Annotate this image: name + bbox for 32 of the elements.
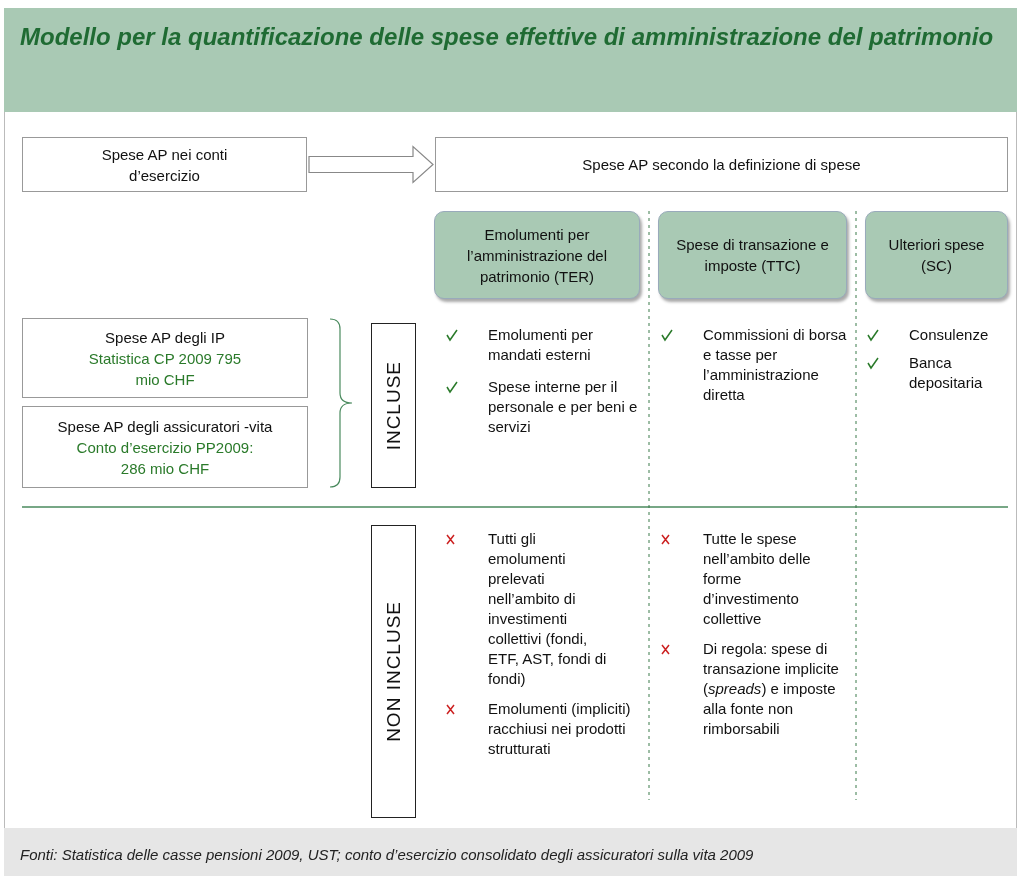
category-box	[865, 211, 1008, 299]
list-item-text: Commissioni di borsa e tasse per l’amministrazione diretta	[703, 325, 848, 405]
node-label: INCLUSE	[383, 360, 404, 451]
figure-note: Statistica CP 2009 795 mio CHF	[87, 348, 243, 390]
process-box	[22, 137, 307, 192]
process-box	[435, 137, 1008, 192]
list-item-text: Emolumenti (impliciti) racchiusi nei prodotti strutturati	[488, 699, 632, 759]
caption: Fonti: Statistica delle casse pensioni 2009, UST; conto d’esercizio consolidato degli assicuratori sulla vita 2009	[20, 846, 754, 863]
title: Modello per la quantificazione delle spese effettive di amministrazione del patrimonio	[20, 22, 995, 52]
node-label: Ulteriori spese (SC)	[887, 235, 986, 276]
block-arrow	[308, 145, 434, 184]
row-header-box	[371, 323, 416, 488]
list-item-text: Banca depositaria	[909, 353, 984, 393]
list-item-text: Consulenze	[909, 325, 990, 345]
source-box	[22, 318, 308, 398]
node-label: Spese AP degli assicuratori -vita	[57, 416, 273, 437]
category-box	[658, 211, 847, 299]
node-label: Spese di transazione e imposte (TTC)	[675, 235, 830, 276]
list-item-text: Emolumenti per mandati esterni	[488, 325, 595, 365]
node-label: Spese AP nei conti d’esercizio	[100, 144, 229, 186]
node-label: Spese AP secondo la definizione di spese	[582, 155, 861, 175]
node-label: NON INCLUSE	[383, 601, 404, 742]
node-label: Emolumenti per l’amministrazione del patrimonio (TER)	[465, 224, 609, 287]
list-item-text: Di regola: spese di transazione implicite (spreads) e imposte alla fonte non rimborsabili	[703, 639, 840, 739]
source-box	[22, 406, 308, 488]
list-item-text: Tutti gli emolumenti prelevati nell’ambito di investimenti collettivi (fondi, ETF, AST, fondi di fondi)	[488, 529, 608, 689]
figure-note: Conto d’esercizio PP2009: 286 mio CHF	[75, 437, 255, 479]
node-label: Spese AP degli IP	[105, 327, 225, 348]
category-box	[434, 211, 640, 299]
list-item-text: Spese interne per il personale e per beni e servizi	[488, 377, 638, 437]
row-header-box	[371, 525, 416, 818]
list-item-text: Tutte le spese nell’ambito delle forme d’investimento collettive	[703, 529, 812, 629]
